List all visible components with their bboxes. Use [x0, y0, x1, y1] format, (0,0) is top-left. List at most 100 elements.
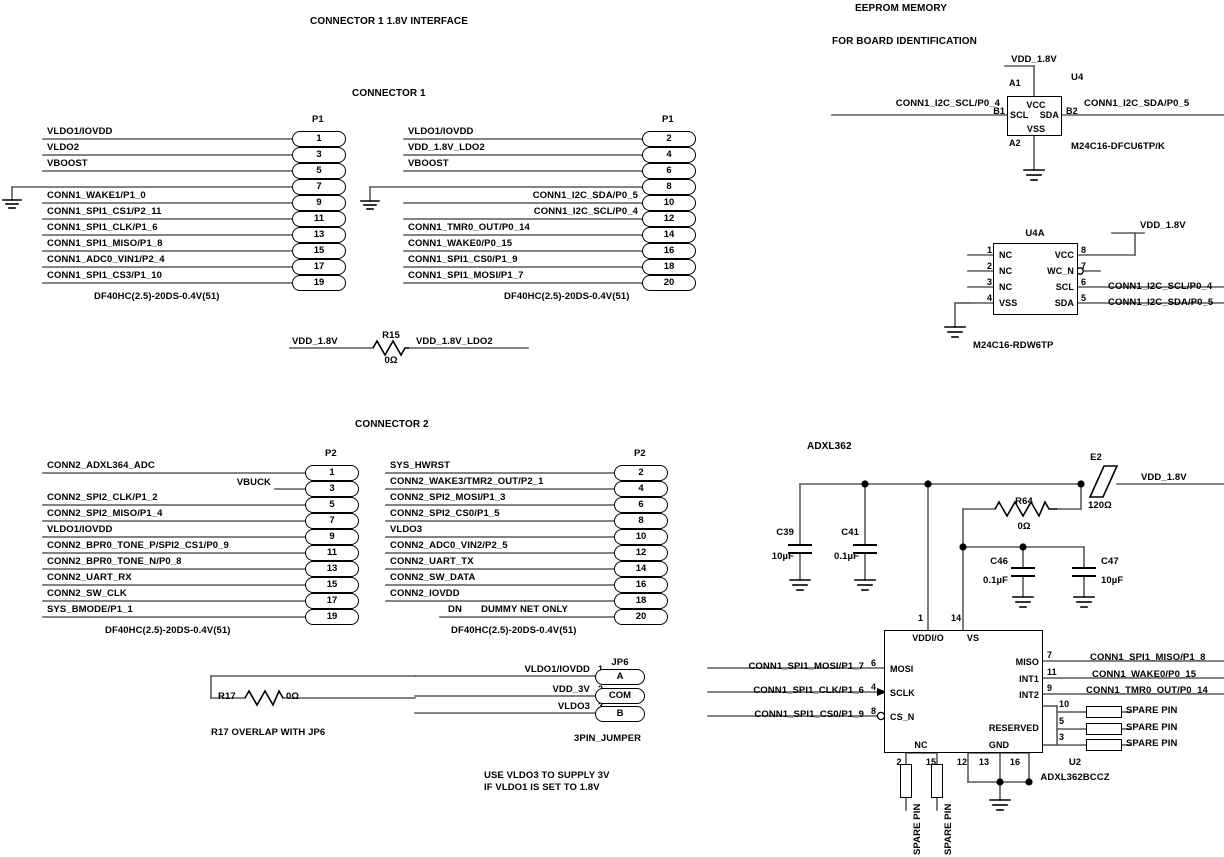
- pin-box[interactable]: 15: [292, 243, 346, 259]
- spare-pin-box: [1086, 706, 1122, 718]
- adxl-pin-num: 6: [871, 658, 877, 668]
- pin-box[interactable]: 11: [292, 211, 346, 227]
- pin-box[interactable]: 17: [292, 259, 346, 275]
- net-label: CONN1_I2C_SCL/P0_4: [895, 98, 1000, 109]
- pin-box[interactable]: 12: [642, 211, 696, 227]
- connector2-right-part: DF40HC(2.5)-20DS-0.4V(51): [451, 625, 577, 636]
- pin-box[interactable]: 6: [614, 497, 668, 513]
- title-connector2: CONNECTOR 2: [355, 419, 429, 430]
- u4a-pin-num: 8: [1081, 245, 1087, 255]
- pin-box[interactable]: 18: [614, 593, 668, 609]
- adxl-pin-num: 14: [951, 613, 962, 623]
- pin-box[interactable]: 15: [305, 577, 359, 593]
- adxl-refdes: U2: [1068, 757, 1082, 768]
- pin-box[interactable]: 18: [642, 259, 696, 275]
- ic-u4a-body[interactable]: [993, 243, 1078, 315]
- adxl-part: ADXL362BCCZ: [1040, 772, 1110, 783]
- pin-box[interactable]: 3: [292, 147, 346, 163]
- adxl-pin-label-mosi: MOSI: [890, 664, 914, 674]
- ic-u4-body[interactable]: [1007, 96, 1062, 136]
- pin-box[interactable]: 12: [614, 545, 668, 561]
- pin-box[interactable]: 4: [642, 147, 696, 163]
- c41-value: 0.1µF: [834, 551, 859, 562]
- net-label: CONN2_SPI2_MISO/P1_4: [47, 508, 163, 519]
- u4a-pin-label: SDA: [1054, 298, 1074, 308]
- net-label: VLDO1/IOVDD: [47, 524, 113, 535]
- pin-box[interactable]: 13: [292, 227, 346, 243]
- net-label: CONN1_I2C_SCL/P0_4: [1108, 281, 1213, 292]
- net-label: CONN1_TMR0_OUT/P0_14: [408, 222, 530, 233]
- pin-box[interactable]: 3: [305, 481, 359, 497]
- adxl-pin-num: 10: [1059, 699, 1070, 709]
- adxl-pin-num: 13: [978, 757, 990, 767]
- u4a-pin-label: NC: [999, 282, 1013, 292]
- u4a-pin-num: 5: [1081, 293, 1087, 303]
- jp6-pin-b[interactable]: B: [595, 706, 645, 722]
- net-label: CONN1_I2C_SCL/P0_4: [533, 206, 638, 217]
- net-label: CONN1_WAKE1/P1_0: [47, 190, 146, 201]
- pin-box[interactable]: 7: [292, 179, 346, 195]
- net-label: CONN1_SPI1_CLK/P1_6: [753, 685, 864, 696]
- net-label: SPARE PIN: [1126, 705, 1178, 716]
- junction-dot: [1019, 543, 1027, 551]
- ferrite-bead-e2-symbol: [1088, 465, 1119, 498]
- r17-refdes: R17: [218, 691, 236, 702]
- junction-dot: [959, 543, 967, 551]
- pin-box[interactable]: 2: [642, 131, 696, 147]
- net-label: VDD_1.8V_LDO2: [408, 142, 485, 153]
- net-label: CONN2_SPI2_MOSI/P1_3: [390, 492, 506, 503]
- connector2-left-refdes: P2: [325, 448, 337, 459]
- jp6-note2-line2: IF VLDO1 IS SET TO 1.8V: [484, 782, 600, 793]
- net-label: CONN1_SPI1_MISO/P1_8: [47, 238, 163, 249]
- pin-box[interactable]: 2: [614, 465, 668, 481]
- adxl-pin-num: 16: [1009, 757, 1021, 767]
- pin-box[interactable]: 9: [305, 529, 359, 545]
- pin-box[interactable]: 10: [614, 529, 668, 545]
- dummy-net-note: DUMMY NET ONLY: [481, 604, 568, 615]
- pin-box[interactable]: 20: [642, 275, 696, 291]
- pin-box[interactable]: 7: [305, 513, 359, 529]
- u4a-pin-num: 2: [987, 261, 993, 271]
- net-label: VBOOST: [408, 158, 449, 169]
- pin-box[interactable]: 9: [292, 195, 346, 211]
- pin-box[interactable]: 14: [642, 227, 696, 243]
- pin-box[interactable]: 19: [305, 609, 359, 625]
- pin-box[interactable]: 5: [292, 163, 346, 179]
- pin-box[interactable]: 16: [642, 243, 696, 259]
- net-label: CONN2_UART_TX: [390, 556, 474, 567]
- adxl-label-nc: NC: [914, 740, 928, 750]
- pin-box[interactable]: 5: [305, 497, 359, 513]
- adxl-pin-num: 12: [956, 757, 968, 767]
- net-label: CONN1_SPI1_CLK/P1_6: [47, 222, 158, 233]
- net-label: CONN1_WAKE0/P0_15: [1092, 669, 1197, 680]
- pin-box[interactable]: 17: [305, 593, 359, 609]
- u4-label-scl: SCL: [1010, 110, 1029, 120]
- u4a-pin-label: VSS: [999, 298, 1018, 308]
- jp6-pin-com[interactable]: COM: [595, 688, 645, 704]
- pin-box[interactable]: 1: [305, 465, 359, 481]
- pin-box[interactable]: 14: [614, 561, 668, 577]
- net-label: CONN1_SPI1_MOSI/P1_7: [408, 270, 524, 281]
- jp6-note2-line1: USE VLDO3 TO SUPPLY 3V: [484, 770, 610, 781]
- pin-box[interactable]: 11: [305, 545, 359, 561]
- pin-box[interactable]: 8: [642, 179, 696, 195]
- pin-box[interactable]: 10: [642, 195, 696, 211]
- adxl-pin-num: 9: [1047, 683, 1053, 693]
- pin-box[interactable]: 13: [305, 561, 359, 577]
- pin-box[interactable]: 20: [614, 609, 668, 625]
- net-label: CONN1_SPI1_CS0/P1_9: [408, 254, 518, 265]
- junction-dot: [1025, 778, 1033, 786]
- u4a-refdes: U4A: [1025, 228, 1045, 239]
- pin-box[interactable]: 1: [292, 131, 346, 147]
- net-label-u4a-vdd: VDD_1.8V: [1140, 220, 1186, 231]
- jp6-pin-a[interactable]: A: [595, 669, 645, 685]
- pin-box[interactable]: 4: [614, 481, 668, 497]
- ic-adxl362-body[interactable]: [884, 630, 1043, 753]
- r15-refdes: R15: [382, 330, 400, 341]
- pin-box[interactable]: 6: [642, 163, 696, 179]
- net-label: CONN1_SPI1_MOSI/P1_7: [748, 661, 864, 672]
- pin-box[interactable]: 8: [614, 513, 668, 529]
- pin-box[interactable]: 19: [292, 275, 346, 291]
- r15-value: 0Ω: [384, 355, 398, 366]
- pin-box[interactable]: 16: [614, 577, 668, 593]
